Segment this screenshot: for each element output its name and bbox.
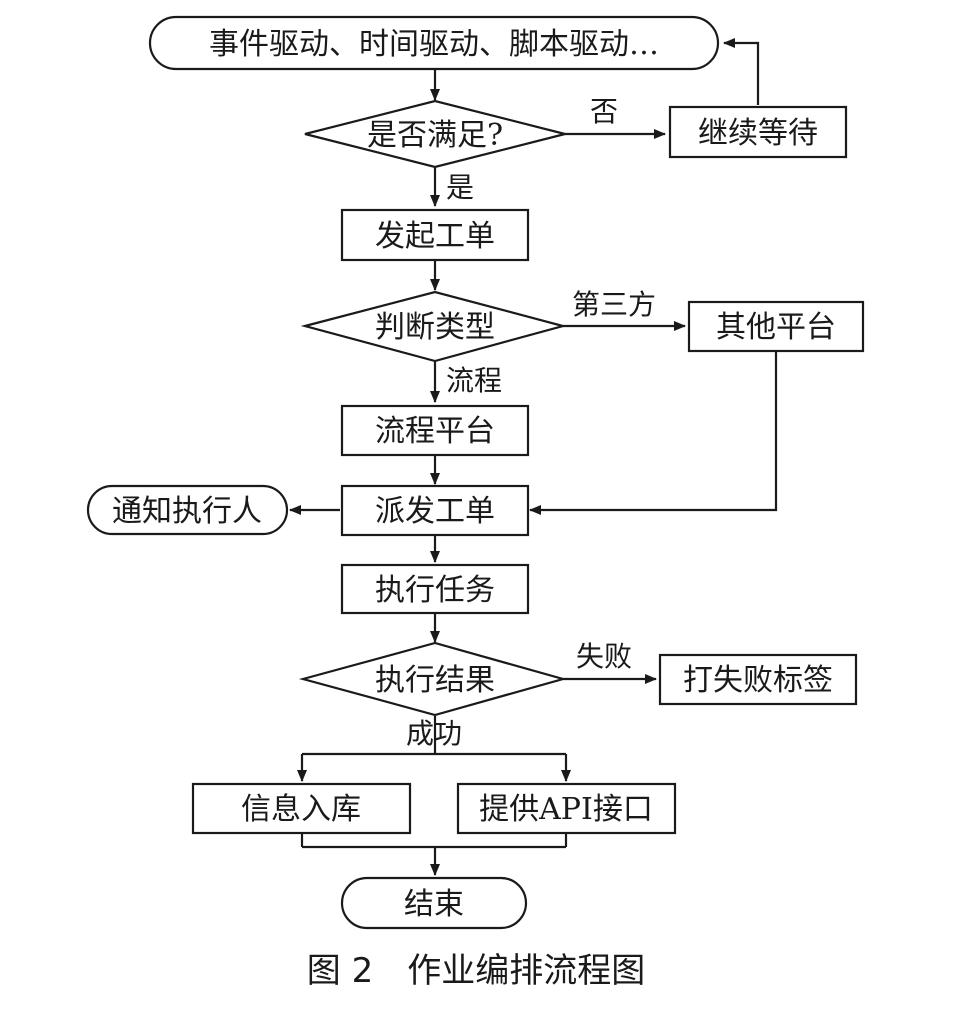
process-platform-label: 流程平台 — [375, 414, 495, 449]
node-keep-waiting: 继续等待 — [668, 105, 848, 159]
figure-caption: 图 2 作业编排流程图 — [307, 951, 645, 991]
node-process-platform: 流程平台 — [340, 404, 530, 457]
dispatch-ticket-box — [340, 484, 530, 537]
edge-label-yes: 是 — [446, 171, 474, 204]
judge-type-diamond — [300, 290, 568, 363]
edge-label-third-party: 第三方 — [572, 288, 656, 321]
edge-label-success: 成功 — [406, 717, 462, 750]
other-platform-box — [687, 300, 865, 353]
end-terminal — [340, 876, 528, 930]
node-end: 结束 — [340, 876, 528, 930]
mark-failure-tag-box — [658, 653, 858, 706]
notify-executor-terminal — [86, 484, 289, 536]
node-mark-failure-tag: 打失败标签 — [658, 653, 858, 706]
node-provide-api: 提供API接口 — [456, 782, 677, 835]
edge-label-process: 流程 — [446, 364, 502, 397]
edge-wait-to-start — [723, 38, 760, 105]
dispatch-ticket-label: 派发工单 — [375, 494, 495, 529]
end-label: 结束 — [404, 887, 464, 922]
create-ticket-box — [340, 208, 530, 262]
other-platform-label: 其他平台 — [716, 310, 836, 345]
node-dispatch-ticket: 派发工单 — [340, 484, 530, 537]
create-ticket-label: 发起工单 — [375, 219, 495, 254]
node-decision-satisfied: 是否满足? — [304, 99, 566, 169]
execution-result-label: 执行结果 — [375, 663, 495, 698]
judge-type-label: 判断类型 — [375, 310, 495, 345]
edge-label-no: 否 — [590, 95, 618, 128]
keep-waiting-box — [668, 105, 848, 159]
provide-api-label: 提供API接口 — [479, 792, 653, 827]
decision-satisfied-label: 是否满足? — [367, 118, 503, 153]
mark-failure-tag-label: 打失败标签 — [683, 663, 833, 698]
node-execution-result: 执行结果 — [298, 641, 568, 717]
node-judge-type: 判断类型 — [300, 290, 568, 363]
execute-task-label: 执行任务 — [375, 573, 495, 608]
notify-executor-label: 通知执行人 — [112, 494, 262, 529]
store-info-box — [191, 782, 412, 835]
start-terminal — [148, 15, 720, 71]
node-execute-task: 执行任务 — [340, 563, 530, 615]
node-start: 事件驱动、时间驱动、脚本驱动… — [148, 15, 720, 71]
execution-result-diamond — [298, 641, 568, 717]
process-platform-box — [340, 404, 530, 457]
node-store-info: 信息入库 — [191, 782, 412, 835]
keep-waiting-label: 继续等待 — [698, 116, 818, 151]
execute-task-box — [340, 563, 530, 615]
edge-other-to-dispatch — [529, 351, 778, 515]
node-create-ticket: 发起工单 — [340, 208, 530, 262]
provide-api-box — [456, 782, 677, 835]
node-notify-executor: 通知执行人 — [86, 484, 289, 536]
store-info-label: 信息入库 — [241, 792, 361, 827]
decision-satisfied-diamond — [304, 99, 566, 169]
start-label: 事件驱动、时间驱动、脚本驱动… — [209, 27, 659, 62]
edge-label-failure: 失败 — [576, 640, 632, 673]
connectors — [289, 38, 778, 876]
edge-labels: 否 是 第三方 流程 失败 成功 — [406, 95, 656, 750]
node-other-platform: 其他平台 — [687, 300, 865, 353]
